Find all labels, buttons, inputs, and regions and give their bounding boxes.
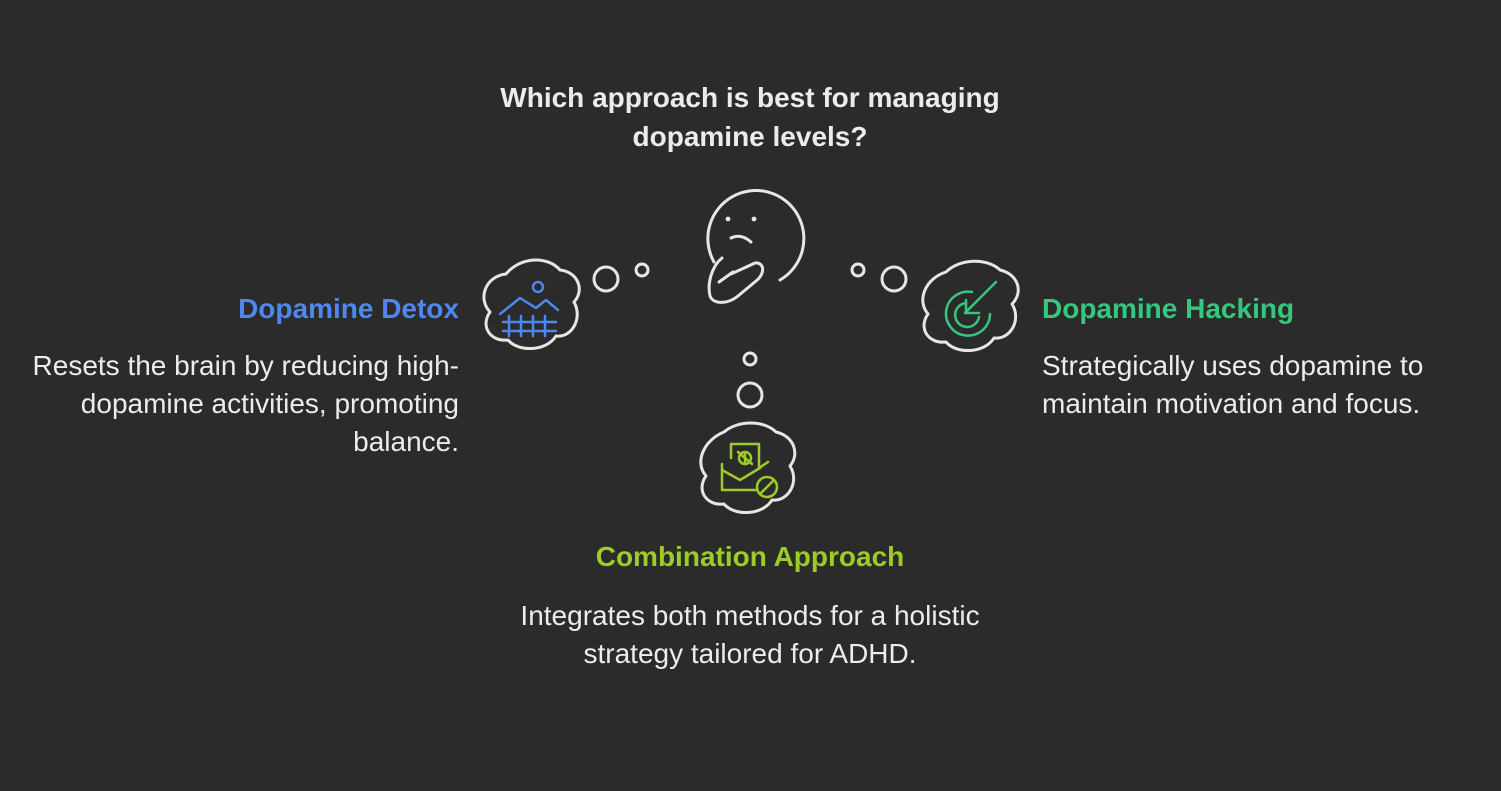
email-bug-block-icon xyxy=(720,442,779,499)
combination-cloud xyxy=(699,421,797,514)
detox-cloud xyxy=(482,258,581,350)
hacking-title: Dopamine Hacking xyxy=(1042,293,1295,324)
thinking-face-icon xyxy=(706,189,806,304)
thought-bubbles xyxy=(592,262,908,409)
target-arrow-icon xyxy=(944,280,998,337)
hacking-cloud xyxy=(921,259,1020,352)
combination-title: Combination Approach xyxy=(595,541,905,572)
landscape-fence-icon xyxy=(498,280,560,338)
detox-title: Dopamine Detox xyxy=(238,293,459,324)
combination-description: Integrates both methods for a holistic s… xyxy=(520,600,980,669)
hacking-description: Strategically uses dopamine to maintain … xyxy=(1042,350,1424,419)
detox-description: Resets the brain by reducing high-dopami… xyxy=(32,350,459,457)
question-heading: Which approach is best for managing dopa… xyxy=(500,82,1000,152)
